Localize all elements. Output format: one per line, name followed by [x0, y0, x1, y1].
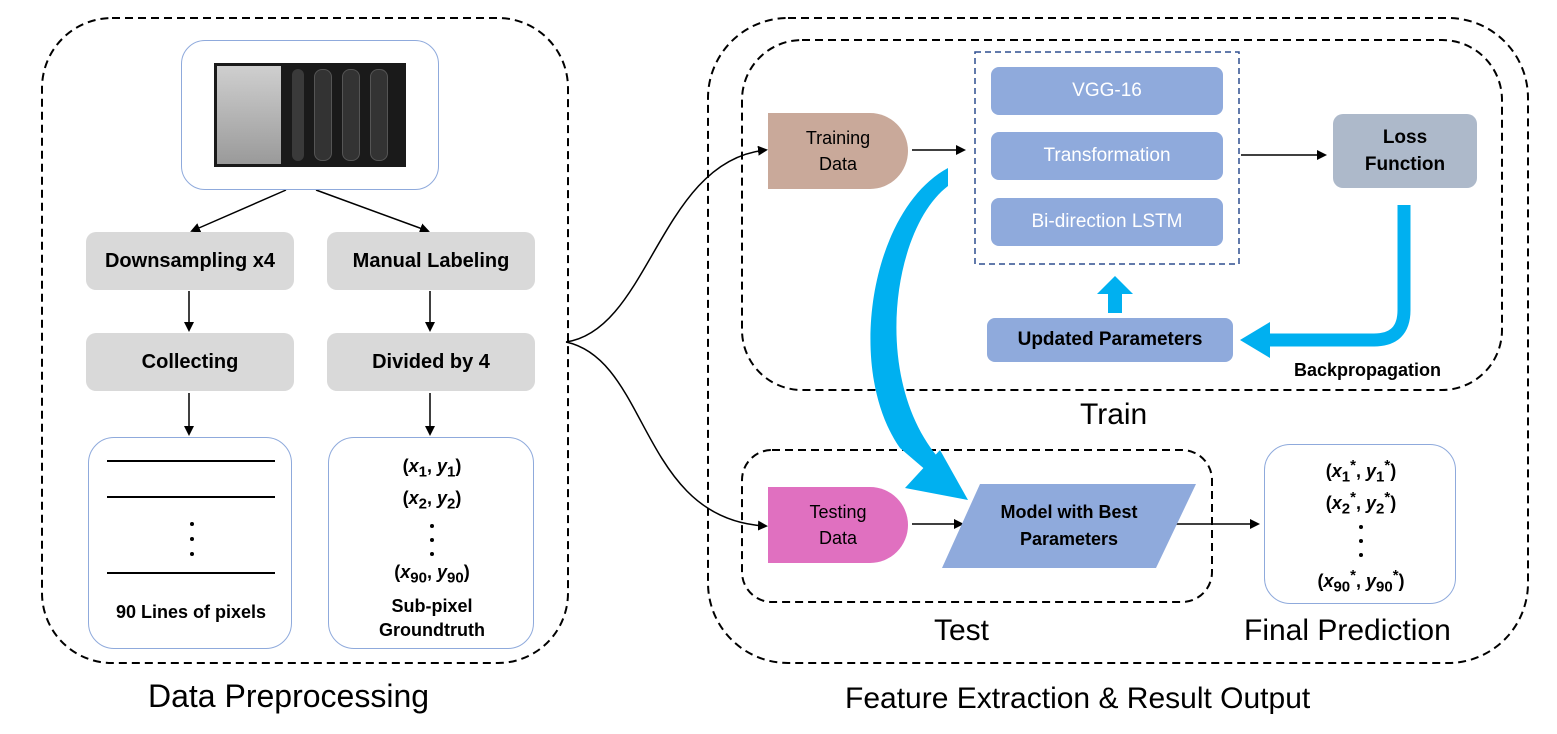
prediction-box: (x1*, y1*) (x2*, y2*) (x90*, y90*)	[1264, 444, 1456, 604]
prediction-90: (x90*, y90*)	[1317, 567, 1405, 596]
coord-2: (x2, y2)	[402, 488, 462, 513]
ellipsis-dot	[430, 524, 434, 528]
lstm-label: Bi-direction LSTM	[1031, 211, 1183, 232]
lines-of-pixels-box: 90 Lines of pixels	[88, 437, 292, 649]
backpropagation-arrow	[1270, 205, 1411, 347]
groundtruth-box: (x1, y1) (x2, y2) (x90, y90) Sub-pixel G…	[328, 437, 534, 649]
divided-box: Divided by 4	[327, 333, 535, 391]
image-slot	[314, 69, 332, 161]
image-slot	[292, 69, 304, 161]
update-arrow-shaft	[1108, 293, 1122, 313]
ellipsis-dot	[1359, 553, 1363, 557]
input-image-frame	[181, 40, 439, 190]
divided-label: Divided by 4	[372, 350, 490, 373]
coord-x: x	[408, 456, 419, 476]
vgg-box: VGG-16	[991, 67, 1223, 115]
transformation-box: Transformation	[991, 132, 1223, 180]
coord-x: x	[408, 488, 419, 508]
prediction-1: (x1*, y1*)	[1325, 457, 1397, 486]
ellipsis-dot	[190, 522, 194, 526]
coord-y: y	[437, 488, 448, 508]
testing-data-node: Testing Data	[768, 487, 908, 563]
input-image	[214, 63, 406, 167]
pred-y-sub: 2	[1376, 500, 1385, 518]
model-shape	[942, 484, 1196, 568]
coord-x: x	[400, 562, 411, 582]
curve-to-training-data	[565, 145, 768, 343]
pixel-line	[107, 496, 275, 498]
testing-data-label: Testing Data	[809, 502, 867, 548]
image-slot	[370, 69, 388, 161]
backpropagation-label: Backpropagation	[1294, 360, 1442, 380]
test-container	[741, 449, 1213, 603]
ellipsis-dot	[190, 552, 194, 556]
collecting-label: Collecting	[141, 350, 239, 373]
pred-x-sub: 1	[1341, 468, 1351, 486]
vgg-label: VGG-16	[1072, 80, 1142, 101]
groundtruth-label: Sub-pixel Groundtruth	[379, 596, 485, 640]
coord-x-sub: 1	[418, 463, 427, 481]
ellipsis-dot	[1359, 539, 1363, 543]
test-caption: Test	[934, 614, 990, 647]
lstm-box: Bi-direction LSTM	[991, 198, 1223, 246]
coord-y: y	[437, 456, 448, 476]
model-box: Model with Best Parameters	[990, 486, 1148, 566]
coord-x-sub: 2	[418, 495, 427, 513]
loss-function-box: Loss Function	[1333, 114, 1477, 188]
preprocessing-caption: Data Preprocessing	[148, 678, 430, 714]
ellipsis-dot	[1359, 525, 1363, 529]
train-container	[741, 39, 1503, 391]
train-caption: Train	[1080, 398, 1148, 431]
coord-y-sub: 90	[447, 569, 464, 587]
updated-parameters-label: Updated Parameters	[1017, 329, 1203, 350]
extraction-container	[707, 17, 1529, 664]
coord-1: (x1, y1)	[402, 456, 462, 481]
prediction-2: (x2*, y2*)	[1325, 489, 1397, 518]
extraction-caption: Feature Extraction & Result Output	[845, 682, 1311, 715]
pixel-line	[107, 460, 275, 462]
curve-to-testing-data	[565, 341, 768, 531]
backpropagation-arrowhead	[1240, 322, 1270, 358]
manual-labeling-label: Manual Labeling	[352, 249, 510, 272]
ellipsis-dot	[430, 538, 434, 542]
training-data-node: Training Data	[768, 113, 908, 189]
ellipsis-dot	[430, 552, 434, 556]
coord-x-sub: 90	[410, 569, 427, 587]
pred-y-sub: 1	[1376, 468, 1385, 486]
downsampling-label: Downsampling x4	[104, 249, 276, 272]
network-container	[974, 51, 1240, 265]
training-data-label: Training Data	[805, 128, 871, 174]
image-bright-region	[217, 66, 281, 164]
coord-y: y	[437, 562, 448, 582]
coord-y-sub: 1	[447, 463, 456, 481]
loss-function-label: Loss Function	[1364, 127, 1446, 175]
arrow-image-to-labeling	[315, 189, 430, 233]
transformation-label: Transformation	[1043, 145, 1171, 166]
coord-90: (x90, y90)	[394, 562, 470, 587]
update-arrowhead	[1097, 276, 1133, 294]
pixel-line	[107, 572, 275, 574]
model-transfer-arrow	[870, 168, 948, 472]
final-prediction-caption: Final Prediction	[1244, 614, 1451, 647]
pred-x-sub: 2	[1341, 500, 1351, 518]
image-slot	[342, 69, 360, 161]
downsampling-box: Downsampling x4	[86, 232, 294, 290]
lines-label: 90 Lines of pixels	[115, 602, 267, 622]
coord-y-sub: 2	[447, 495, 456, 513]
preprocessing-container	[41, 17, 569, 664]
model-transfer-arrowhead	[905, 450, 968, 500]
ellipsis-dot	[190, 537, 194, 541]
pred-y-sub: 90	[1376, 578, 1393, 596]
model-label: Model with Best Parameters	[1000, 502, 1138, 549]
arrow-image-to-downsampling	[190, 189, 287, 233]
pred-x-sub: 90	[1333, 578, 1351, 596]
manual-labeling-box: Manual Labeling	[327, 232, 535, 290]
updated-parameters-box: Updated Parameters	[987, 318, 1233, 362]
collecting-box: Collecting	[86, 333, 294, 391]
